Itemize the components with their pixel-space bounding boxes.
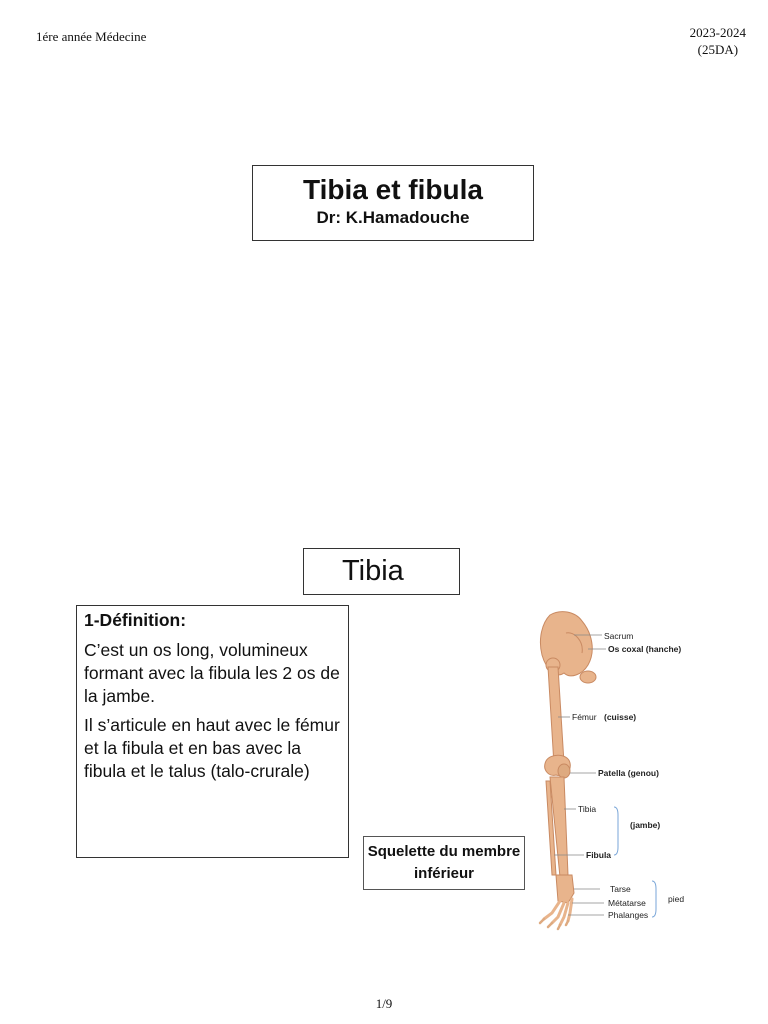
label-sacrum: Sacrum — [604, 631, 633, 641]
definition-heading: 1-Définition: — [84, 610, 187, 630]
definition-paragraph-2: Il s’articule en haut avec le fémur et l… — [84, 715, 340, 781]
definition-paragraph-1: C’est un os long, volumineux formant ave… — [84, 640, 340, 706]
document-title: Tibia et fibula — [303, 174, 483, 205]
header-price: (25DA) — [697, 42, 739, 57]
label-tibia: Tibia — [578, 804, 596, 814]
header-course-label: 1ére année Médecine — [36, 29, 147, 44]
label-jambe: (jambe) — [630, 820, 660, 830]
label-fibula: Fibula — [586, 850, 611, 860]
label-metatarse: Métatarse — [608, 898, 646, 908]
title-box: Tibia et fibula Dr: K.Hamadouche — [252, 165, 534, 241]
figure-caption-box: Squelette du membre inférieur — [363, 836, 525, 890]
section-title: Tibia — [342, 555, 404, 587]
patella-bone — [557, 763, 571, 779]
document-author: Dr: K.Hamadouche — [316, 208, 470, 227]
label-patella: Patella (genou) — [598, 768, 659, 778]
label-pied: pied — [668, 894, 684, 904]
label-cuisse: (cuisse) — [604, 712, 636, 722]
section-title-box: Tibia — [303, 548, 460, 595]
femur-bone — [547, 666, 565, 766]
skeleton-figure: Sacrum Os coxal (hanche) Fémur (cuisse) … — [360, 603, 690, 935]
label-femur: Fémur — [572, 712, 597, 722]
figure-caption-line-2: inférieur — [413, 865, 474, 882]
lower-limb-skeleton-illustration: Sacrum Os coxal (hanche) Fémur (cuisse) … — [538, 611, 684, 931]
header-year: 2023-2024 — [689, 25, 746, 40]
definition-box: 1-Définition: C’est un os long, volumine… — [76, 605, 349, 858]
label-os-coxal: Os coxal (hanche) — [608, 644, 681, 654]
header-year-block: 2023-2024 (25DA) — [690, 24, 746, 58]
page-number: 1/9 — [375, 996, 393, 1011]
label-phalanges: Phalanges — [608, 910, 648, 920]
jambe-bracket — [613, 806, 619, 856]
pied-bracket — [651, 880, 657, 918]
label-tarse: Tarse — [610, 884, 631, 894]
figure-caption-line-1: Squelette du membre — [367, 843, 521, 860]
